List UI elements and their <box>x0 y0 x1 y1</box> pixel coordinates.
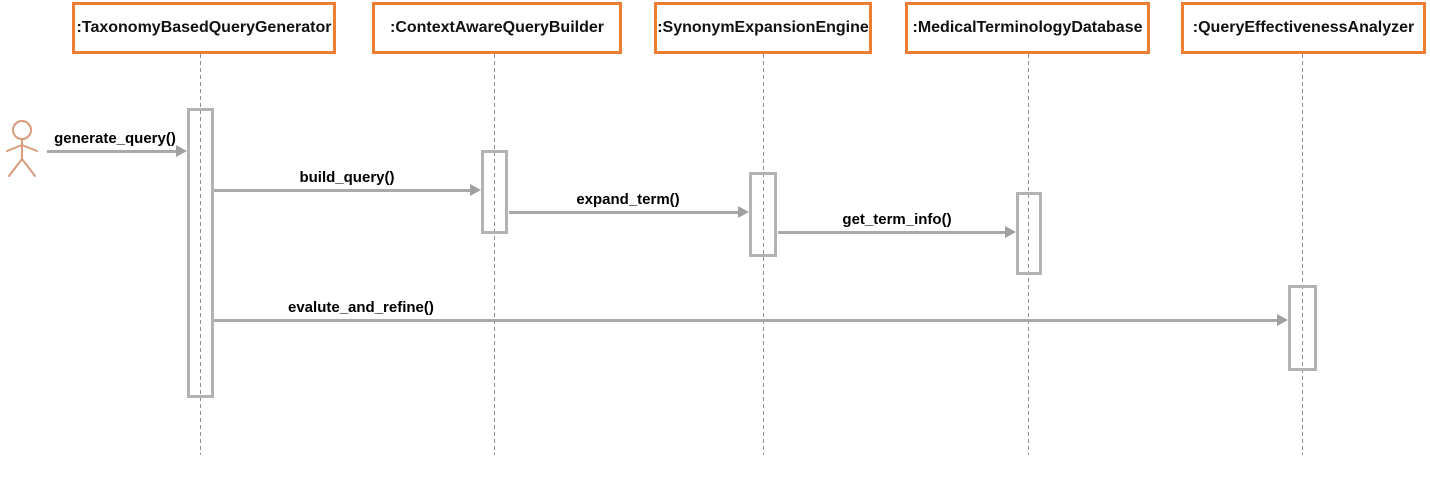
arrowhead-icon <box>176 145 187 157</box>
message-label-evalute-and-refine: evalute_and_refine() <box>288 299 434 316</box>
participant-label: :QueryEffectivenessAnalyzer <box>1192 19 1415 36</box>
message-label-get-term-info: get_term_info() <box>842 211 952 228</box>
lifeline-query-effectiveness-analyzer <box>1302 54 1303 455</box>
participant-box-medical-terminology-database: :MedicalTerminologyDatabase <box>905 2 1150 54</box>
message-arrow-evalute-and-refine <box>214 319 1277 322</box>
lifeline-context-aware-query-builder <box>494 54 495 455</box>
message-arrow-generate-query <box>47 150 177 153</box>
participant-box-taxonomy-based-query-generator: :TaxonomyBasedQueryGenerator <box>72 2 336 54</box>
participant-label: :TaxonomyBasedQueryGenerator <box>76 19 332 36</box>
activation-bar-medical-terminology-database <box>1016 192 1042 275</box>
user-actor <box>0 117 47 180</box>
message-arrow-build-query <box>214 189 471 192</box>
arrowhead-icon <box>1277 314 1288 326</box>
participant-box-query-effectiveness-analyzer: :QueryEffectivenessAnalyzer <box>1181 2 1426 54</box>
arrowhead-icon <box>1005 226 1016 238</box>
participant-label: :ContextAwareQueryBuilder <box>390 19 604 36</box>
lifeline-medical-terminology-database <box>1028 54 1029 455</box>
message-label-expand-term: expand_term() <box>576 191 680 208</box>
lifeline-taxonomy-based-query-generator <box>200 54 201 455</box>
arrowhead-icon <box>738 206 749 218</box>
message-label-build-query: build_query() <box>299 169 395 186</box>
activation-bar-context-aware-query-builder <box>481 150 508 234</box>
participant-box-context-aware-query-builder: :ContextAwareQueryBuilder <box>372 2 622 54</box>
activation-bar-query-effectiveness-analyzer <box>1288 285 1317 371</box>
message-arrow-expand-term <box>509 211 738 214</box>
arrowhead-icon <box>470 184 481 196</box>
participant-box-synonym-expansion-engine: :SynonymExpansionEngine <box>654 2 872 54</box>
participant-label: :MedicalTerminologyDatabase <box>912 19 1143 36</box>
activation-bar-synonym-expansion-engine <box>749 172 777 257</box>
message-arrow-get-term-info <box>778 231 1005 234</box>
activation-bar-taxonomy-based-query-generator <box>187 108 214 398</box>
stick-figure-icon <box>6 120 38 177</box>
message-label-generate-query: generate_query() <box>54 130 176 147</box>
participant-label: :SynonymExpansionEngine <box>657 19 869 36</box>
